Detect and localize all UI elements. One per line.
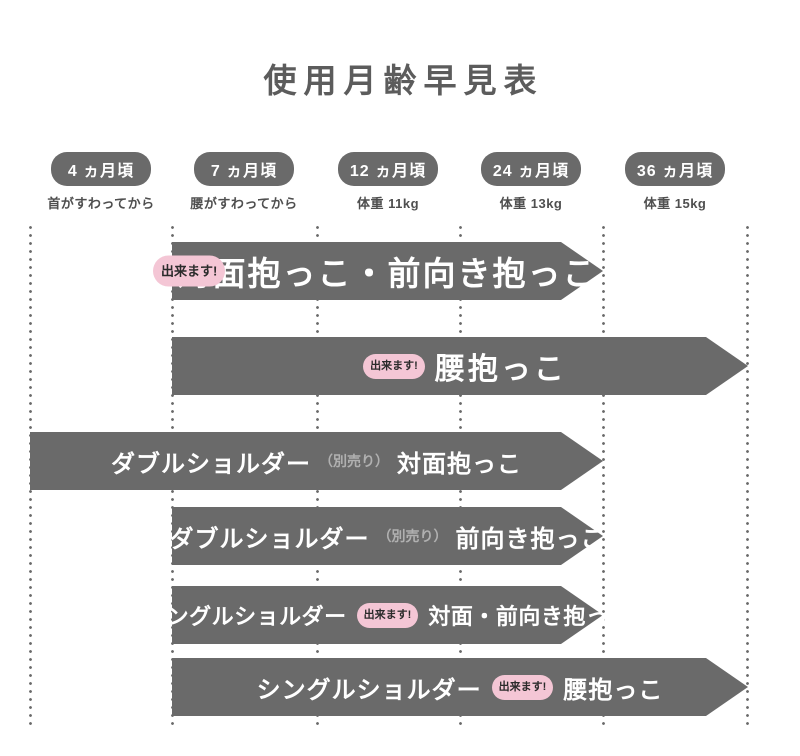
milestone-12-months: 12 ヵ月頃 体重 11kg [313,152,463,212]
bar-koshi-dakko: 出来ます! 腰抱っこ [172,337,748,395]
sold-separately-note: （別売り） [377,528,448,544]
arrow-shape [172,507,603,565]
milestone-pill: 4 ヵ月頃 [51,152,151,186]
milestone-4-months: 4 ヵ月頃 首がすわってから [26,152,176,212]
bar-single-shoulder-taimen-maemuki: シングルショルダー 出来ます! 対面・前向き抱っこ [144,586,630,644]
bar-double-shoulder-maemuki: ダブルショルダー （別売り） 前向き抱っこ [169,507,606,565]
bar-product: シングルショルダー [256,676,482,704]
bar-content: シングルショルダー 出来ます! 腰抱っこ [172,658,748,716]
bar-content: ダブルショルダー （別売り） 対面抱っこ [30,432,603,490]
milestone-36-months: 36 ヵ月頃 体重 15kg [600,152,750,212]
milestone-caption: 腰がすわってから [190,196,298,211]
page-title: 使用月齢早見表 [263,62,544,99]
bar-content: 対面抱っこ・前向き抱っこ [172,242,603,300]
bar-product: シングルショルダー [144,604,347,629]
bar-label: 前向き抱っこ [455,525,606,553]
milestone-pill: 24 ヵ月頃 [481,152,581,186]
bar-double-shoulder-taimen: ダブルショルダー （別売り） 対面抱っこ [30,432,603,490]
sold-separately-note: （別売り） [319,453,389,469]
bar-content: シングルショルダー 出来ます! 対面・前向き抱っこ [144,586,630,644]
milestone-pill: 12 ヵ月頃 [338,152,438,186]
milestone-24-months: 24 ヵ月頃 体重 13kg [456,152,606,212]
arrow-shape [172,242,603,300]
milestone-caption: 首がすわってから [47,196,155,211]
bar-content: 出来ます! 腰抱っこ [172,337,748,395]
gridline-5 [602,226,605,730]
milestone-7-months: 7 ヵ月頃 腰がすわってから [169,152,319,212]
bar-label: 対面抱っこ [397,450,522,478]
dekimasu-badge: 出来ます! [491,674,554,700]
bar-taimen-maemuki-dakko: 出来ます! 対面抱っこ・前向き抱っこ [153,242,603,300]
dekimasu-badge: 出来ます! [356,602,419,628]
milestone-caption: 体重 13kg [499,196,563,211]
dekimasu-badge: 出来ます! [363,353,425,379]
bar-single-shoulder-koshi: シングルショルダー 出来ます! 腰抱っこ [172,658,748,716]
bar-label: 対面・前向き抱っこ [428,604,631,629]
arrow-shape [30,432,603,490]
bar-product: ダブルショルダー [169,525,370,553]
milestone-caption: 体重 11kg [356,196,420,211]
arrow-shape [172,337,748,395]
dekimasu-badge: 出来ます! [153,255,226,287]
bar-label: 腰抱っこ [434,353,567,386]
bar-label: 対面抱っこ・前向き抱っこ [177,255,598,292]
gridline-6 [746,226,749,730]
milestone-caption: 体重 15kg [643,196,707,211]
milestone-pill: 36 ヵ月頃 [625,152,725,186]
bar-label: 腰抱っこ [563,676,664,704]
milestone-pill: 7 ヵ月頃 [194,152,294,186]
arrow-shape [172,658,748,716]
bar-product: ダブルショルダー [111,450,311,478]
bar-content: ダブルショルダー （別売り） 前向き抱っこ [169,507,606,565]
